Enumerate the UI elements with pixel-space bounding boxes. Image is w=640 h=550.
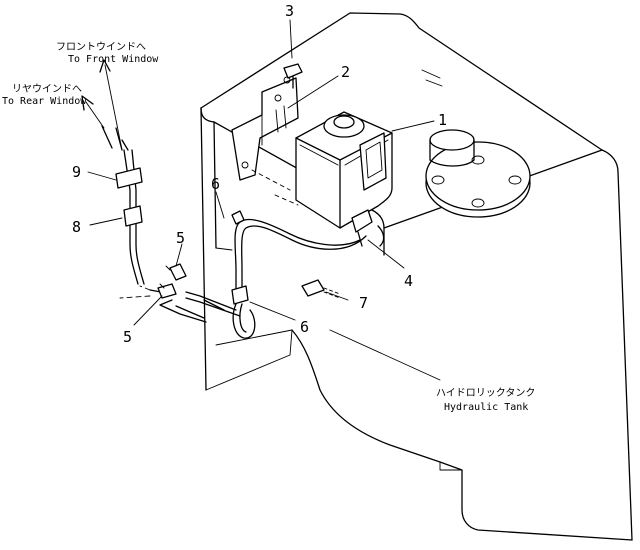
callout-2: 2 — [341, 63, 350, 81]
rear-window-label-jp: リヤウインドへ — [12, 83, 82, 95]
callout-3: 3 — [285, 2, 294, 20]
front-window-label-jp: フロントウインドへ — [56, 41, 146, 53]
callout-5-upper: 5 — [176, 229, 185, 247]
callout-4: 4 — [404, 272, 413, 290]
callout-6-upper: 6 — [211, 175, 220, 193]
tank-filler-cap — [425, 129, 531, 218]
hose-connectors — [157, 263, 187, 299]
callout-9: 9 — [72, 163, 81, 181]
window-hoses — [101, 125, 145, 285]
callout-8: 8 — [72, 218, 81, 236]
callout-6-lower: 6 — [300, 318, 309, 336]
rear-window-label-en: To Rear Window — [2, 96, 87, 107]
callout-7: 7 — [359, 294, 368, 312]
bracket — [231, 77, 299, 181]
callout-numbers: 1 2 3 4 5 5 6 6 7 8 9 — [72, 2, 447, 346]
washer-tank — [295, 111, 393, 247]
tank-label-jp: ハイドロリックタンク — [436, 387, 535, 399]
bolt-7 — [301, 279, 341, 299]
hydraulic-tank — [200, 12, 633, 541]
callout-5-lower: 5 — [123, 328, 132, 346]
callout-1: 1 — [438, 111, 447, 129]
front-window-label-en: To Front Window — [68, 54, 159, 65]
leader-lines — [81, 19, 441, 381]
direction-labels: フロントウインドへ To Front Window リヤウインドへ To Rea… — [2, 41, 535, 413]
washer-hoses — [149, 210, 385, 339]
bolt-3 — [283, 63, 303, 89]
tank-label-en: Hydraulic Tank — [444, 402, 528, 413]
